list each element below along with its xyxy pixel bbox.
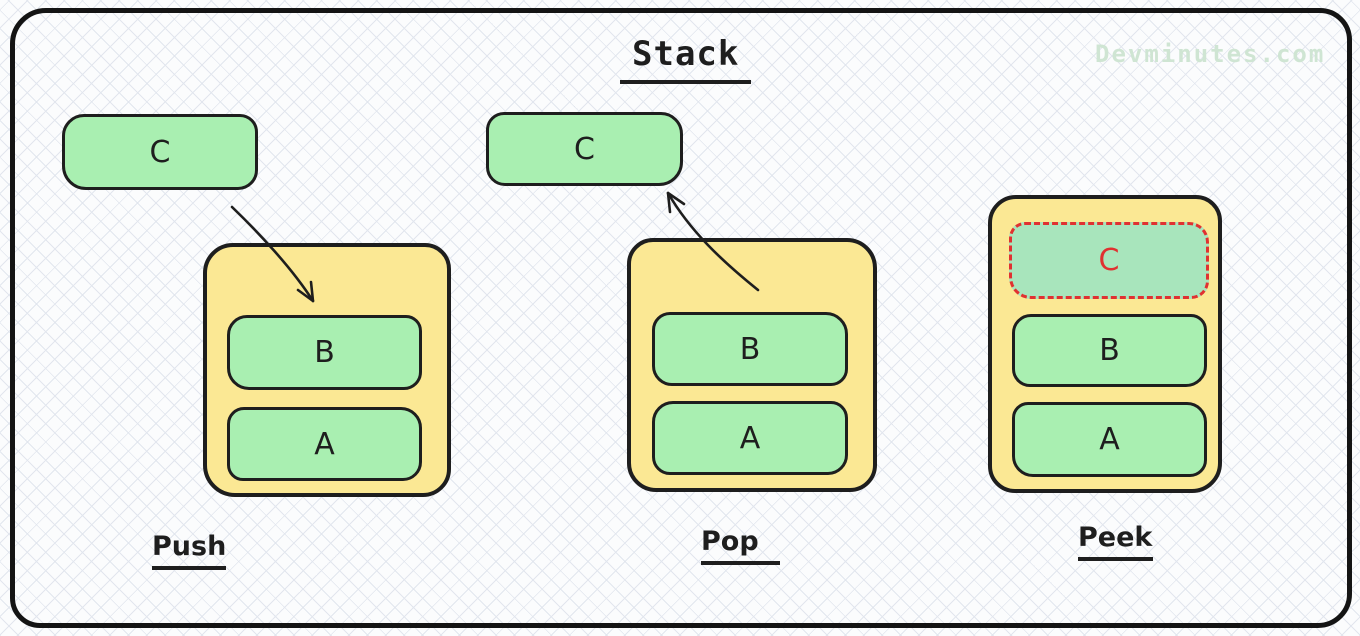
push-incoming-block: C [62,114,258,190]
stack-block: B [227,315,422,390]
diagram-frame [10,8,1352,628]
stack-block: A [652,401,848,475]
pop-outgoing-block: C [486,112,683,186]
pop-label: Pop [701,526,780,565]
push-label: Push [152,531,227,570]
diagram-title: Stack [620,34,752,84]
peek-label: Peek [1078,522,1153,561]
stack-block: A [227,407,422,481]
stack-block: B [652,312,848,386]
stack-block: B [1012,314,1207,387]
stack-block: A [1012,402,1207,477]
watermark: Devminutes.com [1095,40,1326,68]
peek-stack-container: C B A [988,195,1222,493]
push-stack-container: B A [203,243,451,497]
pop-stack-container: B A [627,238,877,492]
peek-highlight-block: C [1009,222,1209,299]
